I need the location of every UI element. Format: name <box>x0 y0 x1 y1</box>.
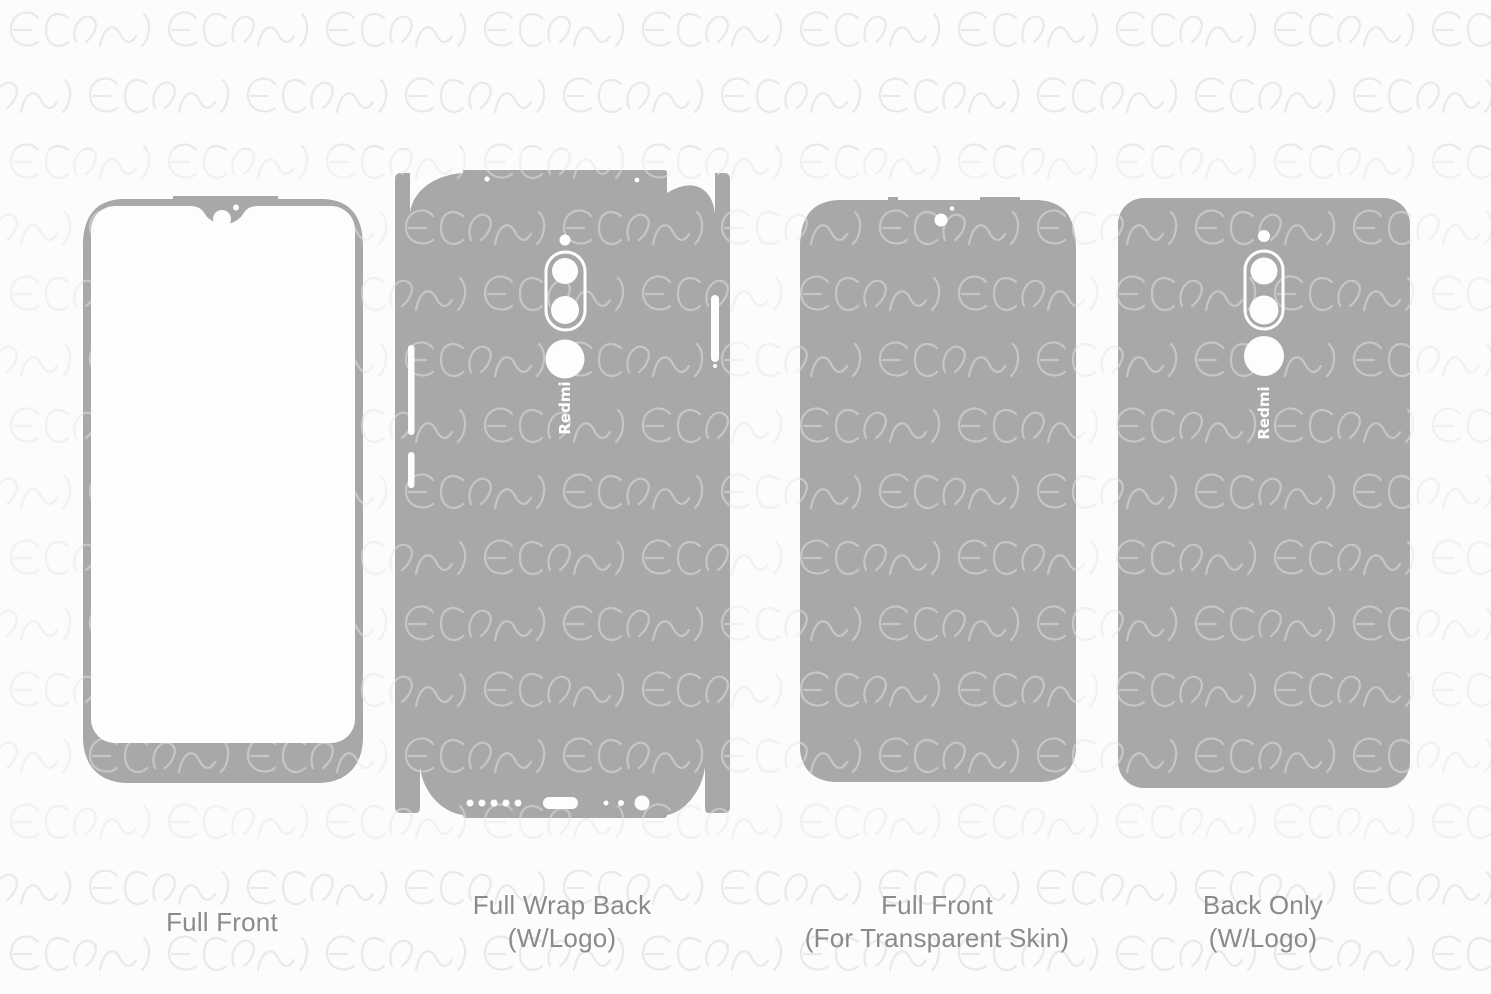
caption-full-front: Full Front <box>42 906 402 939</box>
caption-line: Full Wrap Back <box>472 890 652 920</box>
caption-line: (W/Logo) <box>507 923 617 953</box>
caption-full-wrap-back: Full Wrap Back (W/Logo) <box>382 889 742 955</box>
caption-line: (W/Logo) <box>1208 923 1318 953</box>
caption-full-front-transparent: Full Front (For Transparent Skin) <box>757 889 1117 955</box>
caption-line: Back Only <box>1202 890 1324 920</box>
caption-line: Full Front <box>881 890 993 920</box>
caption-line: (For Transparent Skin) <box>804 923 1070 953</box>
watermark-overlay-fill <box>0 150 1491 870</box>
caption-line: Full Front <box>166 907 278 937</box>
caption-back-only: Back Only (W/Logo) <box>1083 889 1443 955</box>
